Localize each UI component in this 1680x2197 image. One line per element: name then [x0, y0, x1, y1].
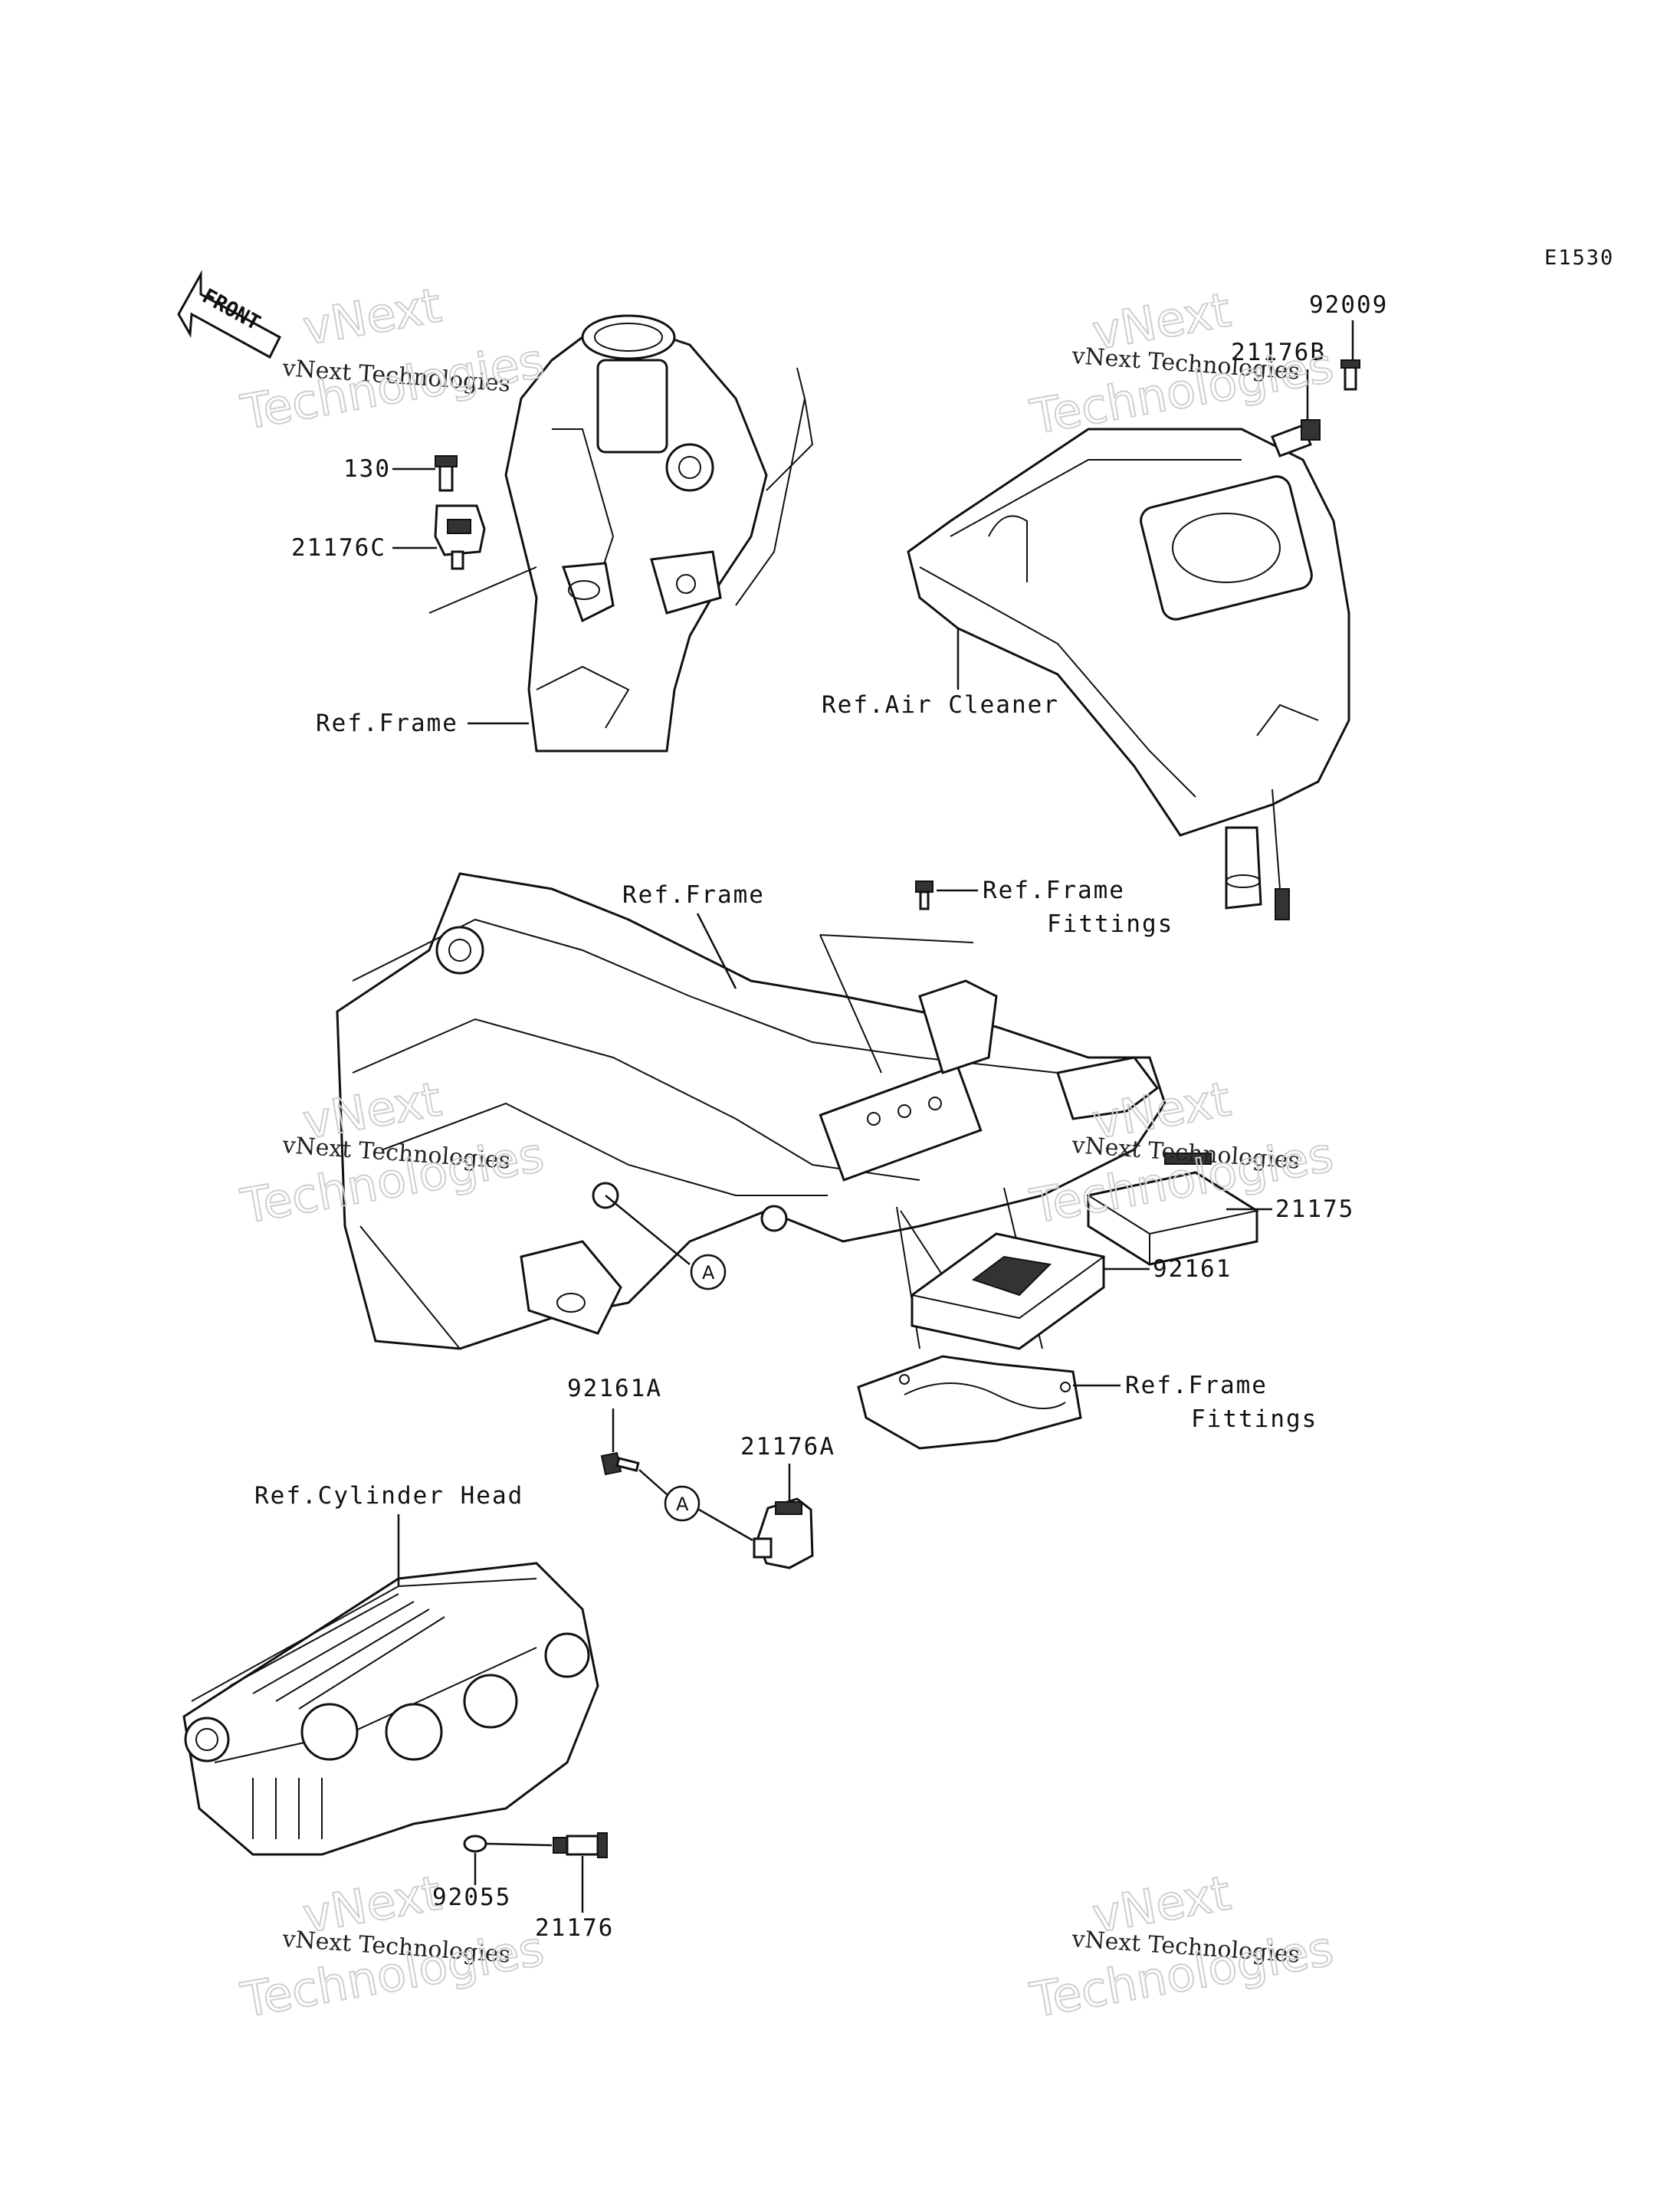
label-92161: 92161 [1153, 1255, 1232, 1283]
label-ref-frame-fittings-2a: Ref.Frame [1125, 1372, 1268, 1399]
front-arrow-icon: FRONT [177, 270, 281, 359]
label-ref-frame-fittings-1a: Ref.Frame [983, 877, 1125, 904]
label-21176c: 21176C [291, 534, 386, 562]
svg-text:vNext: vNext [299, 1864, 445, 1943]
watermark-top-right: vNext Technologies vNext Technologies [1025, 280, 1338, 446]
cylinder-head-drawing [182, 1562, 599, 1856]
label-ref-air-cleaner: Ref.Air Cleaner [822, 691, 1059, 719]
leader-washer-to-sensor [485, 1842, 553, 1847]
sensor-21176a [753, 1497, 814, 1569]
svg-text:vNext: vNext [1088, 281, 1235, 360]
leader-callout-a-lower-1 [638, 1469, 668, 1495]
svg-text:vNext: vNext [1088, 1864, 1235, 1943]
ecu-21175 [1086, 1153, 1259, 1266]
label-ref-cylinder-head: Ref.Cylinder Head [254, 1482, 523, 1510]
label-21176a: 21176A [740, 1433, 835, 1461]
washer-92055 [463, 1835, 487, 1853]
frame-fittings-tray [857, 1355, 1082, 1450]
watermark-top-left: vNext Technologies vNext Technologies [236, 276, 549, 441]
leader-callout-a-lower-2 [698, 1508, 753, 1542]
bolt-92161a [600, 1451, 640, 1476]
main-frame-drawing [336, 872, 1166, 1350]
label-21175: 21175 [1275, 1195, 1354, 1223]
svg-text:vNext: vNext [299, 277, 445, 356]
label-92055: 92055 [432, 1884, 511, 1911]
sensor-21176c [434, 455, 486, 570]
damper-92161 [910, 1232, 1106, 1350]
label-92009: 92009 [1309, 291, 1388, 319]
label-ref-frame-top: Ref.Frame [316, 710, 458, 737]
watermark-bottom-right: vNext Technologies vNext Technologies [1025, 1864, 1338, 2029]
svg-text:Technologies: Technologies [237, 333, 548, 441]
label-ref-frame-mid: Ref.Frame [622, 881, 765, 909]
sensor-21176b [1271, 359, 1360, 457]
label-21176: 21176 [535, 1914, 614, 1942]
sensor-21176 [553, 1832, 608, 1858]
label-ref-frame-fittings-1b: Fittings [1047, 910, 1173, 938]
label-ref-frame-fittings-2b: Fittings [1191, 1405, 1317, 1433]
callout-a-frame [690, 1254, 727, 1290]
callout-a-lower [664, 1485, 701, 1522]
bolt-frame-fittings [915, 880, 934, 910]
callout-a-frame-text: A [702, 1262, 715, 1284]
label-21176b: 21176B [1231, 339, 1326, 366]
air-cleaner-drawing [907, 428, 1350, 920]
label-92161a: 92161A [567, 1375, 662, 1402]
callout-a-lower-text: A [676, 1494, 689, 1515]
label-130: 130 [343, 455, 391, 483]
diagram-code: E1530 [1544, 246, 1614, 270]
leader-callout-a-frame [605, 1195, 691, 1265]
frame-head-drawing [428, 314, 814, 753]
leader-ref-frame-mid [696, 913, 737, 989]
